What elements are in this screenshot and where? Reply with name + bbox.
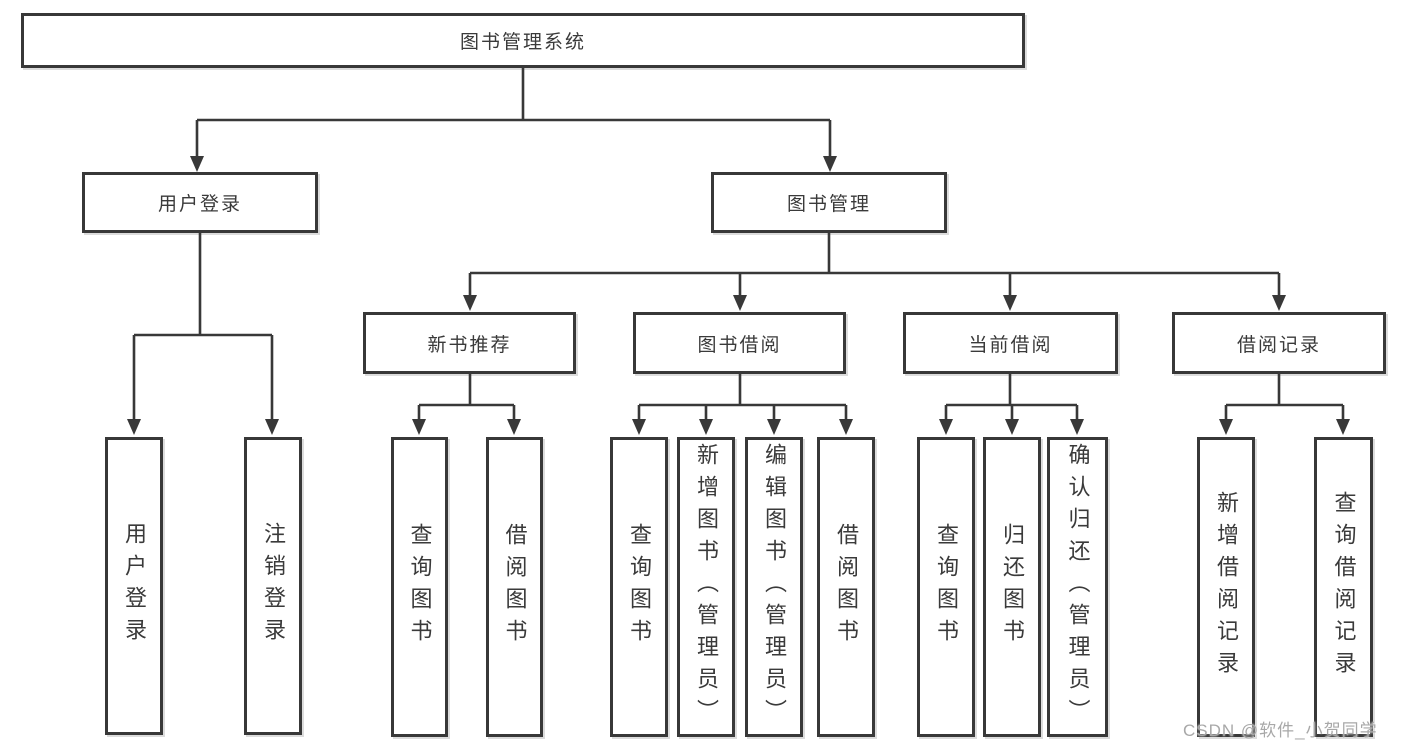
arrow-down-icon [823, 156, 837, 172]
arrow-down-icon [1219, 419, 1233, 435]
node-leaf-add-borrow-record: 新增借阅记录 [1197, 437, 1255, 737]
node-label: 新增图书（管理员） [694, 443, 719, 731]
node-label: 新增借阅记录 [1214, 491, 1239, 683]
node-user-login-module: 用户登录 [82, 172, 318, 233]
arrow-down-icon [1272, 295, 1286, 311]
node-leaf-edit-book-admin: 编辑图书（管理员） [745, 437, 803, 737]
node-leaf-query-books-1: 查询图书 [391, 437, 448, 737]
node-label: 借阅记录 [1236, 334, 1321, 356]
arrow-down-icon [1070, 419, 1084, 435]
arrow-down-icon [733, 295, 747, 311]
arrow-down-icon [507, 419, 521, 435]
node-label: 查询图书 [627, 523, 652, 651]
node-label: 查询图书 [407, 523, 433, 651]
node-label: 图书管理 [786, 194, 871, 215]
node-new-book-recommend: 新书推荐 [363, 312, 576, 374]
node-label: 查询图书 [934, 523, 959, 651]
arrow-down-icon [265, 419, 279, 435]
node-label: 编辑图书（管理员） [762, 443, 787, 731]
node-leaf-borrow-books-1: 借阅图书 [486, 437, 543, 737]
connector-new-book-recommend [417, 374, 516, 420]
connector-book-management [468, 233, 1281, 296]
connector-user-login [132, 233, 274, 420]
arrow-down-icon [1003, 295, 1017, 311]
arrow-down-icon [939, 419, 953, 435]
node-current-borrow: 当前借阅 [903, 312, 1118, 374]
node-label: 图书管理系统 [459, 32, 586, 53]
node-leaf-return-book: 归还图书 [983, 437, 1041, 737]
node-label: 确认归还（管理员） [1065, 443, 1091, 731]
arrow-down-icon [767, 419, 781, 435]
node-label: 用户登录 [122, 522, 147, 650]
node-label: 图书借阅 [697, 334, 782, 356]
node-label: 查询借阅记录 [1331, 491, 1357, 683]
arrow-down-icon [1336, 419, 1350, 435]
node-book-borrow: 图书借阅 [633, 312, 846, 374]
node-borrow-record: 借阅记录 [1172, 312, 1386, 374]
connector-current-borrow [944, 374, 1079, 420]
arrow-down-icon [412, 419, 426, 435]
node-label: 借阅图书 [502, 523, 528, 651]
node-label: 注销登录 [261, 522, 286, 650]
node-leaf-logout: 注销登录 [244, 437, 302, 735]
arrow-down-icon [632, 419, 646, 435]
connector-book-borrow [637, 374, 848, 420]
arrow-down-icon [699, 419, 713, 435]
node-leaf-query-books-3: 查询图书 [917, 437, 975, 737]
node-label: 用户登录 [157, 194, 242, 215]
arrow-down-icon [127, 419, 141, 435]
node-label: 当前借阅 [968, 334, 1053, 356]
csdn-watermark: CSDN @软件_小贺同学 [1183, 721, 1378, 740]
node-label: 借阅图书 [834, 523, 859, 651]
node-leaf-borrow-books-2: 借阅图书 [817, 437, 875, 737]
arrow-down-icon [839, 419, 853, 435]
node-leaf-query-borrow-record: 查询借阅记录 [1314, 437, 1373, 737]
node-book-management-module: 图书管理 [711, 172, 947, 233]
connector-borrow-record [1224, 374, 1345, 420]
node-label: 新书推荐 [427, 334, 512, 356]
arrow-down-icon [190, 156, 204, 172]
node-library-management-system: 图书管理系统 [21, 13, 1025, 68]
node-leaf-add-book-admin: 新增图书（管理员） [677, 437, 735, 737]
arrow-down-icon [1005, 419, 1019, 435]
node-label: 归还图书 [1000, 523, 1025, 651]
node-leaf-query-books-2: 查询图书 [610, 437, 668, 737]
node-leaf-confirm-return-admin: 确认归还（管理员） [1047, 437, 1108, 737]
connector-root [195, 68, 832, 156]
arrow-down-icon [463, 295, 477, 311]
node-leaf-user-login: 用户登录 [105, 437, 163, 735]
